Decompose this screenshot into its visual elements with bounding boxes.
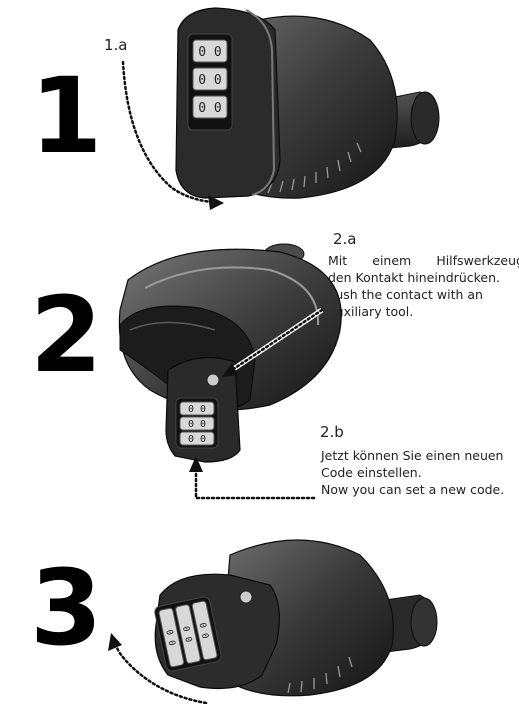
step-1a-label: 1.a (104, 36, 128, 54)
svg-text:0 0: 0 0 (199, 621, 212, 639)
step-2b-de-line-2: Code einstellen. (321, 465, 422, 480)
gun-lock-set-icon: 0 0 0 0 0 0 (108, 539, 438, 704)
dotted-pointer-arrow-icon (222, 307, 324, 377)
dial-3[interactable]: 0 0 (191, 600, 218, 661)
step-3-number: 3 (30, 547, 102, 669)
dial-1[interactable]: 0 0 (179, 401, 215, 416)
dial-1[interactable]: 0 0 (192, 39, 228, 63)
step-2a-label: 2.a (333, 230, 357, 248)
ribbed-edge (287, 656, 353, 694)
svg-text:0 0: 0 0 (188, 419, 206, 430)
svg-text:0 0: 0 0 (198, 101, 221, 116)
svg-text:0 0: 0 0 (182, 625, 195, 643)
dial-2[interactable]: 0 0 (192, 67, 228, 91)
svg-text:0 0: 0 0 (188, 434, 206, 445)
step-2b-label: 2.b (320, 423, 344, 441)
step-2a-de-line-1: Mit einem Hilfswerkzeug (328, 253, 519, 268)
step-2a-en-line-1: Push the contact with an (328, 287, 483, 302)
step-2b-en-line-1: Now you can set a new code. (321, 482, 505, 497)
dial-1[interactable]: 0 0 (158, 607, 185, 668)
gun-lock-open-icon: 0 0 0 0 0 0 (118, 243, 342, 500)
step-2b-text: Jetzt können Sie einen neuen Code einste… (321, 447, 504, 498)
step-1-number: 1 (30, 55, 102, 177)
dotted-elbow-arrow-icon (189, 456, 316, 500)
dotted-curved-arrow-icon (121, 60, 224, 210)
gun-lock-closed-icon: 0 0 0 0 0 0 (121, 7, 440, 210)
step-2-number: 2 (30, 274, 102, 396)
ribbed-edge (267, 142, 362, 194)
svg-text:0 0: 0 0 (188, 404, 206, 415)
dial-3[interactable]: 0 0 (179, 431, 215, 446)
dial-2[interactable]: 0 0 (179, 416, 215, 431)
dial-2[interactable]: 0 0 (175, 604, 201, 664)
svg-text:0 0: 0 0 (166, 628, 179, 646)
step-2b-de-line-1: Jetzt können Sie einen neuen (321, 448, 504, 463)
step-2a-de-line-2: den Kontakt hineindrücken. (328, 270, 500, 285)
dotted-curved-arrow-icon (108, 633, 208, 704)
step-2a-en-line-2: auxiliary tool. (328, 304, 414, 319)
dial-3[interactable]: 0 0 (192, 95, 228, 119)
step-2a-text: Mit einem Hilfswerkzeug den Kontakt hine… (328, 252, 519, 320)
svg-text:0 0: 0 0 (198, 73, 221, 88)
svg-text:0 0: 0 0 (198, 45, 221, 60)
